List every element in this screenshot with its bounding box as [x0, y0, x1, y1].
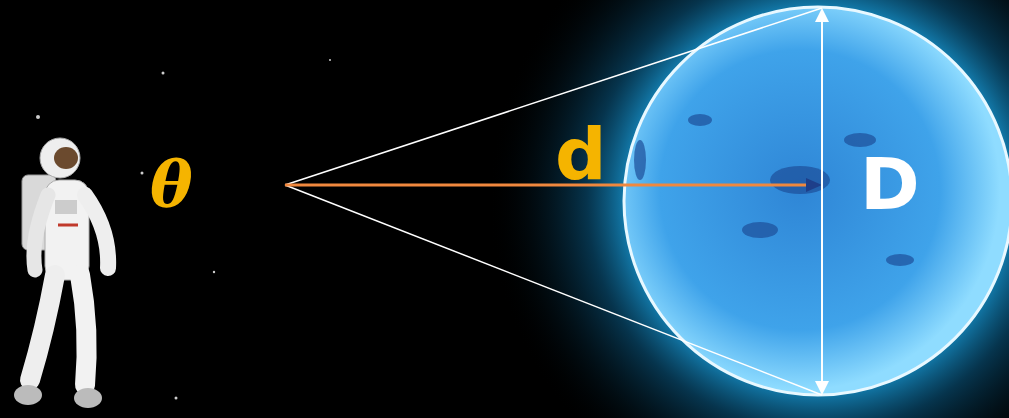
distance-arrow: [285, 184, 808, 187]
distance-arrowhead: [806, 178, 822, 192]
background-stars: [36, 59, 331, 400]
angle-label: θ: [150, 152, 193, 216]
diameter-arrow: [821, 20, 823, 383]
diameter-arrowhead-top: [815, 8, 829, 22]
astronaut: [14, 138, 108, 408]
diameter-arrowhead-bottom: [815, 381, 829, 395]
distance-label: d: [555, 118, 607, 190]
diameter-label: D: [860, 148, 920, 220]
blue-star: [624, 7, 1009, 395]
sight-line-bottom: [285, 185, 822, 395]
sight-line-top: [285, 8, 822, 185]
